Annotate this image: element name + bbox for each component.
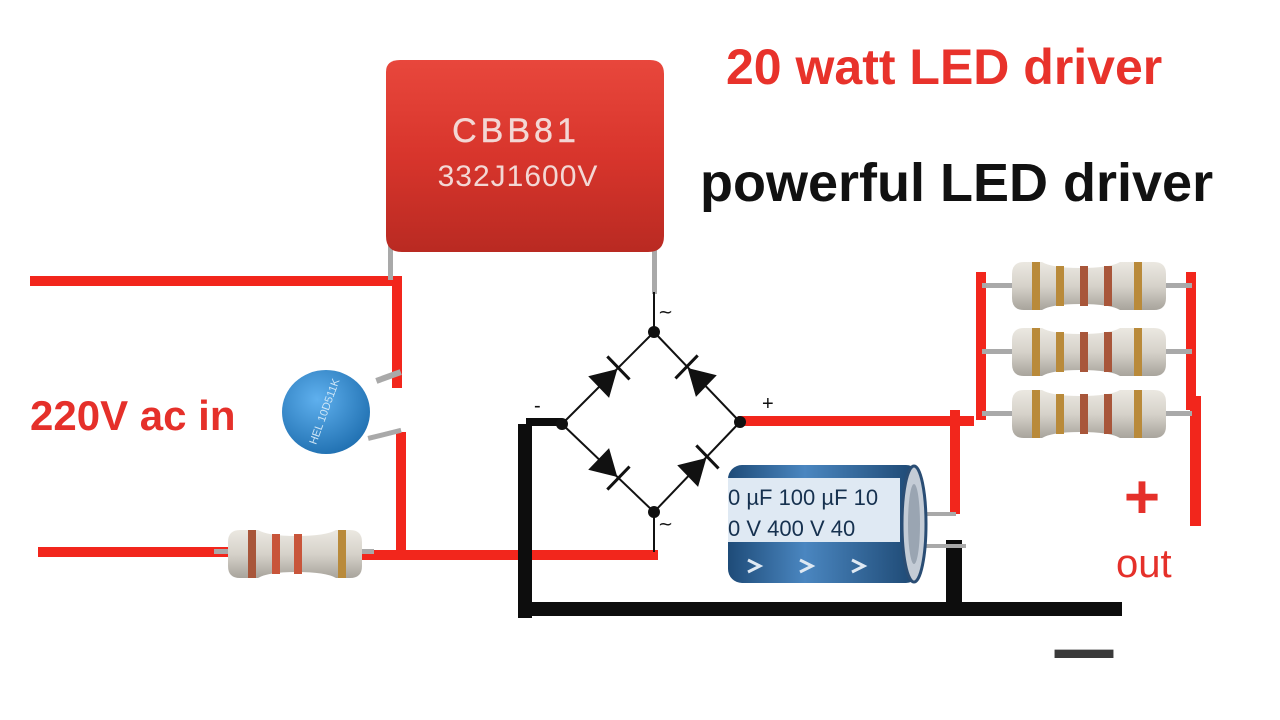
electrolytic-stripe-arrows [747,558,868,574]
negative-rail-vertical [518,424,532,618]
varistor: HEL 10D511K [282,369,402,454]
output-plus-sign: + [1124,463,1160,532]
black-wires [518,418,1122,618]
red-wires [30,272,1201,560]
bridge-node-right [734,416,746,428]
film-capacitor: CBB81 332J1600V [386,60,664,294]
output-minus-sign: — [1051,611,1117,688]
film-capacitor-lead-left [388,232,393,280]
bridge-node-bottom [648,506,660,518]
bridge-plus-label: + [762,393,774,415]
electrolytic-label-1: 0 µF 100 µF 10 [728,485,878,510]
page-subtitle: powerful LED driver [700,153,1214,213]
output-label: out [1116,542,1172,586]
filter-cap-plus-wire [950,410,960,514]
electrolytic-capacitor: 0 µF 100 µF 10 0 V 400 V 40 [728,464,966,584]
input-resistor-band-1 [248,530,256,578]
load-resistor-2 [982,328,1192,376]
bridge-ac-lead-bottom [653,512,655,552]
bridge-minus-label: - [534,395,541,417]
bridge-node-left [556,418,568,430]
input-resistor-band-4 [338,530,346,578]
filter-cap-minus-wire [946,540,962,608]
input-resistor-band-2 [272,534,280,574]
input-wire-top-drop [392,276,402,388]
output-plus-rail [1190,396,1201,526]
diode-1 [588,355,631,398]
film-capacitor-lead-right [652,232,657,294]
film-capacitor-label-1: CBB81 [452,112,580,150]
electrolytic-lead-minus [918,544,966,548]
electrolytic-label-2: 0 V 400 V 40 [728,516,855,541]
input-resistor [214,530,374,578]
film-capacitor-body [386,60,664,252]
diode-4 [677,444,720,487]
input-wire-top [30,276,402,286]
diode-2 [674,354,717,397]
bridge-node-top [648,326,660,338]
load-left-rail [976,272,986,420]
electrolytic-lead-plus [918,512,956,516]
bridge-minus-stub [526,418,562,426]
load-resistor-1 [982,262,1192,310]
bridge-ac-top-label: ~ [658,302,673,323]
ac-input-label: 220V ac in [30,392,236,439]
varistor-lead-lower [367,427,402,441]
diode-3 [588,448,631,491]
bridge-ac-lead-top [653,292,655,332]
load-resistor-3 [982,390,1192,438]
bridge-ac-bottom-label: ~ [658,514,673,535]
page-title: 20 watt LED driver [726,39,1163,95]
film-capacitor-label-2: 332J1600V [438,160,599,193]
varistor-lead-upper [375,369,402,384]
negative-rail-horizontal [518,602,1122,616]
input-resistor-band-3 [294,534,302,574]
load-right-rail [1186,272,1196,410]
bridge-rectifier: ~ ~ - + [534,292,774,552]
input-wire-bottom-left [38,547,230,557]
electrolytic-top-inner [908,484,920,564]
bridge-plus-wire [738,416,974,426]
varistor-lower-lead-wire [396,432,406,556]
electrolytic-label-band [728,478,900,542]
input-wire-bottom-right [356,550,658,560]
varistor-body [282,370,370,454]
